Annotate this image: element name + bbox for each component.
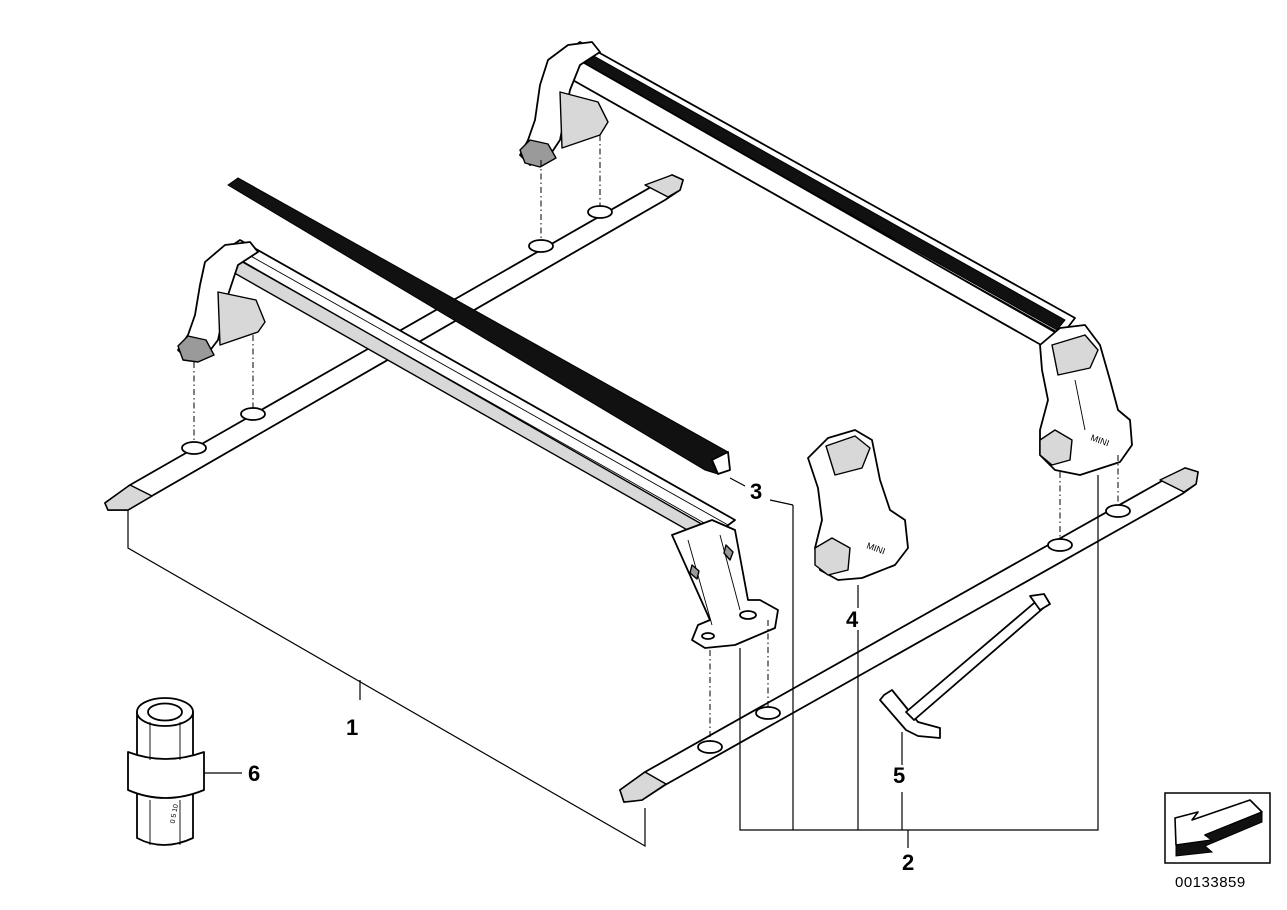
front-crossbar [177, 239, 779, 649]
torx-key [879, 593, 1051, 739]
adapter-sleeve: 0 5 10 [127, 697, 205, 846]
callout-1: 1 [346, 715, 358, 740]
callout-2: 2 [902, 850, 914, 875]
foot-cover: MINI [807, 429, 909, 581]
right-foot-rail [619, 467, 1199, 803]
leader-lines [127, 475, 1099, 848]
rubber-strip [227, 177, 731, 475]
callout-4: 4 [846, 607, 859, 632]
direction-arrow-icon [1164, 792, 1271, 864]
callout-6: 6 [248, 761, 260, 786]
callout-3: 3 [750, 479, 762, 504]
rear-crossbar: MINI [519, 41, 1133, 476]
alignment-lines [193, 135, 1119, 741]
callout-5: 5 [893, 763, 905, 788]
sleeve-scale: 0 5 10 [170, 804, 180, 824]
diagram-code: 00133859 [1175, 874, 1246, 891]
